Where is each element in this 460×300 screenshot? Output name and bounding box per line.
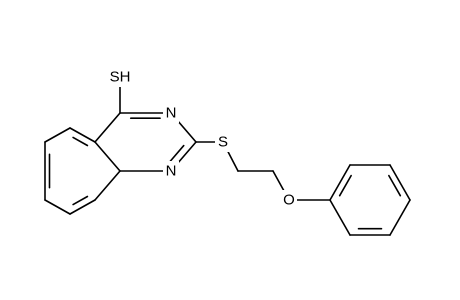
bond-B3-B2	[69, 199, 96, 215]
atom-label-n3: N	[166, 105, 177, 122]
atom-label-n1: N	[166, 163, 177, 180]
atom-label-s: S	[218, 134, 228, 151]
atom-s: S	[215, 132, 231, 152]
atom-n1: N	[163, 161, 179, 181]
double-bond-B3-B2	[72, 195, 89, 206]
atom-n3: N	[163, 103, 179, 123]
atom-label-layer: SH N N S O	[104, 67, 297, 210]
bond-P1-P2	[329, 164, 351, 201]
bond-B4-B3	[44, 199, 71, 215]
bond-B1-B6	[69, 127, 96, 143]
bond-B6-B5	[44, 127, 71, 143]
bond-P3-P4	[389, 164, 411, 201]
atom-o: O	[281, 190, 297, 210]
double-bond-B1-B6	[72, 136, 89, 147]
bond-C8a-B1	[94, 141, 121, 172]
bond-layer	[44, 76, 411, 236]
bond-P4-P5	[389, 199, 411, 236]
double-bond-C2-N1	[168, 144, 185, 164]
double-bond-P3-P4	[388, 174, 402, 197]
bond-B2-C8a	[94, 170, 121, 201]
bond-P6-P1	[329, 199, 351, 236]
atom-label-sh: SH	[110, 69, 131, 86]
atom-sh: SH	[104, 67, 136, 87]
bond-B1-C4	[94, 112, 121, 143]
atom-label-o: O	[283, 192, 295, 209]
double-bond-P1-P2	[338, 174, 352, 197]
